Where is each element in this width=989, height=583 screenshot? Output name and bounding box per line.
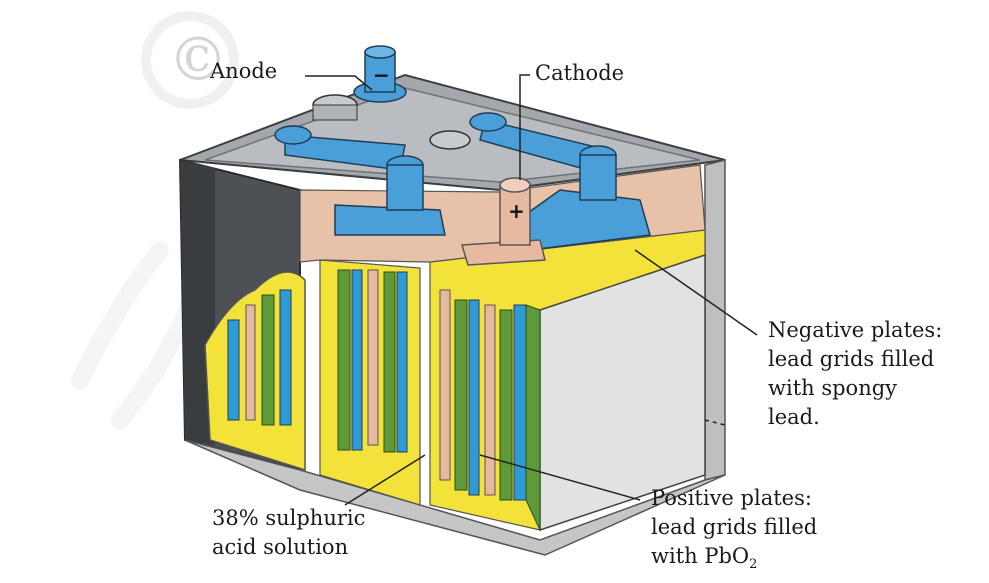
negative-post bbox=[275, 126, 311, 144]
separator bbox=[440, 290, 450, 480]
positive-plates-line-2: lead grids filled bbox=[651, 515, 817, 539]
negative-plates-line-1: Negative plates: bbox=[768, 318, 942, 342]
acid-line-1: 38% sulphuric bbox=[212, 506, 365, 530]
positive-plates-label: Positive plates: lead grids filled with … bbox=[651, 486, 817, 572]
positive-plate bbox=[384, 272, 395, 452]
negative-sign: − bbox=[373, 63, 390, 87]
anode-label: Anode bbox=[209, 59, 277, 83]
anode-terminal: − bbox=[354, 46, 406, 102]
separator bbox=[485, 305, 495, 495]
cathode-label: Cathode bbox=[535, 61, 624, 85]
plates-cell-2 bbox=[338, 270, 407, 452]
acid-label: 38% sulphuric acid solution bbox=[212, 506, 365, 559]
negative-plate bbox=[228, 320, 239, 420]
negative-plate bbox=[352, 270, 362, 450]
separator bbox=[246, 305, 255, 420]
acid-line-2: acid solution bbox=[212, 535, 348, 559]
separator bbox=[368, 270, 378, 445]
negative-plates-line-4: lead. bbox=[768, 405, 820, 429]
negative-plate bbox=[469, 300, 479, 495]
casing-right-wall bbox=[705, 160, 725, 480]
post-right-1 bbox=[470, 113, 506, 131]
positive-plates-line-3: with PbO2 bbox=[651, 544, 757, 572]
vent-cap-body bbox=[313, 105, 357, 120]
negative-plates-line-3: with spongy bbox=[768, 376, 897, 400]
positive-plate bbox=[455, 300, 467, 490]
vent-cap-2 bbox=[430, 131, 470, 149]
negative-plate bbox=[397, 272, 407, 452]
positive-sign: + bbox=[508, 199, 525, 223]
negative-plate bbox=[280, 290, 291, 425]
negative-plates-line-2: lead grids filled bbox=[768, 347, 934, 371]
positive-plate bbox=[500, 310, 512, 500]
plate-side-face bbox=[526, 305, 540, 530]
pbo2-subscript: 2 bbox=[749, 557, 757, 572]
negative-plate bbox=[514, 305, 526, 500]
positive-plate bbox=[338, 270, 350, 450]
cathode-post-top bbox=[500, 178, 530, 192]
negative-plates-label: Negative plates: lead grids filled with … bbox=[768, 318, 942, 429]
cell-post-body bbox=[387, 165, 423, 210]
anode-post-top bbox=[365, 46, 395, 58]
positive-plates-line-3-main: with PbO bbox=[651, 544, 749, 568]
positive-plates-line-1: Positive plates: bbox=[651, 486, 812, 510]
positive-plate bbox=[262, 295, 274, 425]
cell-post-body-3 bbox=[580, 155, 616, 200]
